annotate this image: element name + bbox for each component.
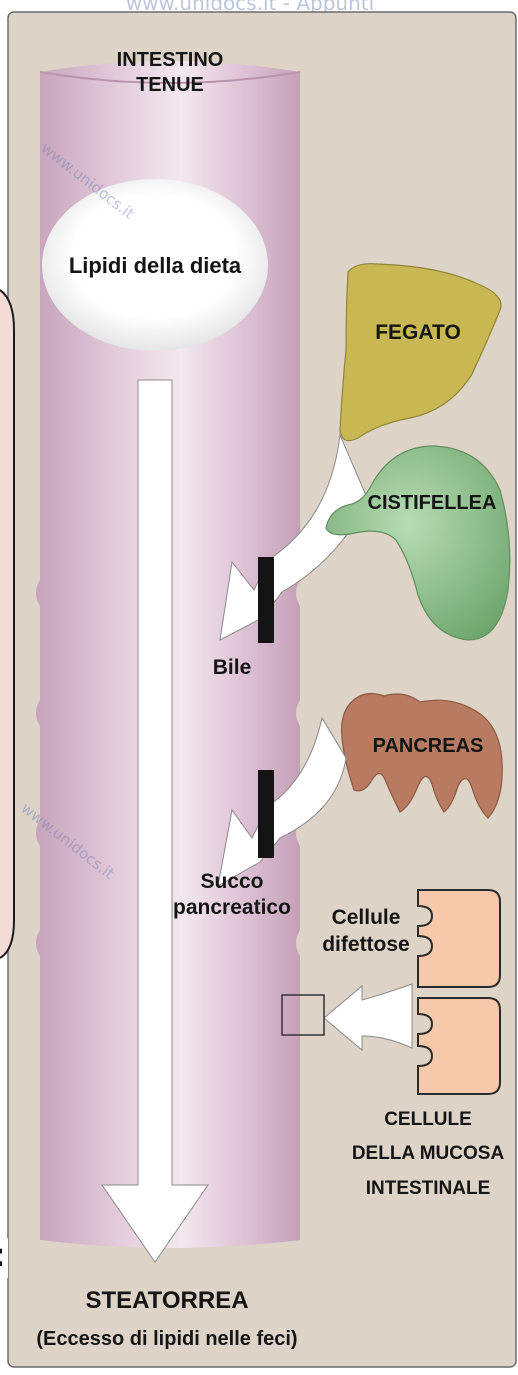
bile-duct-block bbox=[258, 557, 274, 643]
mucosa-label-line2: DELLA MUCOSA bbox=[352, 1143, 505, 1164]
pancreatic-duct-block bbox=[258, 770, 274, 858]
mucosa-label-line1: CELLULE bbox=[384, 1109, 472, 1130]
steatorrea-label: STEATORREA bbox=[85, 1287, 248, 1314]
succo-label-line1: Succo bbox=[200, 870, 263, 893]
dietary-lipids-label: Lipidi della dieta bbox=[69, 253, 242, 278]
mucosa-cell-upper bbox=[418, 890, 500, 987]
pancreas-label: PANCREAS bbox=[373, 735, 484, 757]
eccesso-label: (Eccesso di lipidi nelle feci) bbox=[36, 1328, 297, 1350]
gallbladder-label: CISTIFELLEA bbox=[368, 492, 497, 514]
intestine-label-line1: INTESTINO bbox=[117, 49, 224, 71]
mucosa-cell-lower bbox=[418, 998, 500, 1094]
left-partial-panel bbox=[0, 290, 14, 958]
defective-cells-label-line2: difettose bbox=[322, 933, 410, 956]
bile-label: Bile bbox=[213, 656, 252, 679]
intestine-label-line2: TENUE bbox=[136, 74, 204, 96]
left-cutoff-glyph: : bbox=[0, 1236, 5, 1274]
defective-cells-label-line1: Cellule bbox=[332, 906, 401, 929]
liver-label: FEGATO bbox=[375, 321, 461, 344]
succo-label-line2: pancreatico bbox=[173, 896, 291, 919]
mucosa-label-line3: INTESTINALE bbox=[366, 1178, 491, 1199]
